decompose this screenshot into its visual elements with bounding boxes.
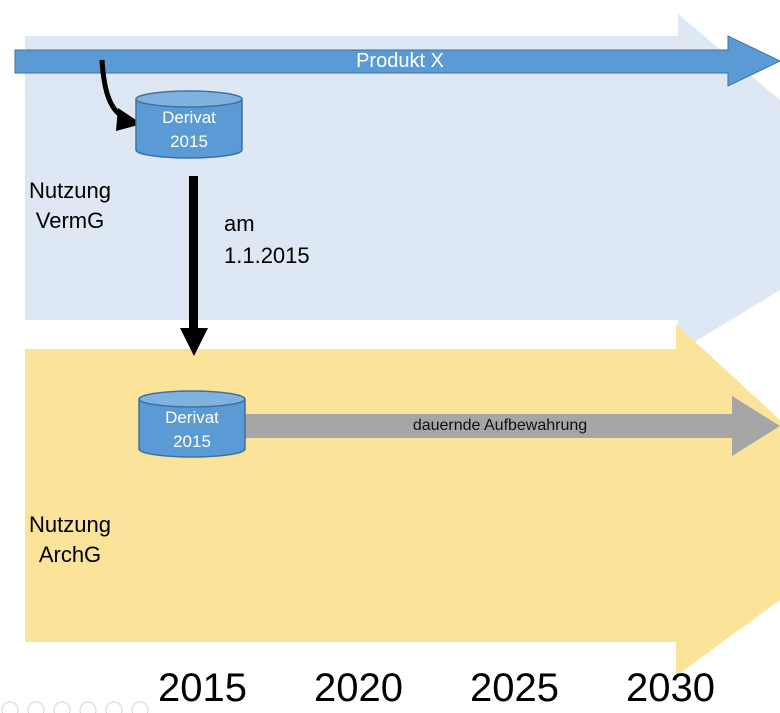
year-label-2015: 2015 <box>158 666 247 710</box>
transfer-arrowhead <box>180 328 208 356</box>
cylinder-top <box>135 90 243 159</box>
year-label-2030: 2030 <box>626 666 715 710</box>
cylinder-bottom-label: Derivat 2015 <box>139 406 245 454</box>
vermg-lane-label-line2: VermG <box>35 208 105 233</box>
vermg-lane-label: Nutzung VermG <box>18 176 122 236</box>
product-arrow <box>14 35 780 87</box>
cylinder-top-label: Derivat 2015 <box>136 106 242 154</box>
vermg-lane-label-line1: Nutzung <box>29 178 111 203</box>
retention-label: dauernde Aufbewahrung <box>412 417 588 434</box>
year-label-2020: 2020 <box>314 666 403 710</box>
transfer-label-line2: 1.1.2015 <box>224 243 310 268</box>
year-label-2025: 2025 <box>470 666 559 710</box>
transfer-arrow-shaft <box>189 176 198 330</box>
cylinder-top-line1: Derivat <box>162 108 216 127</box>
cylinder-bottom <box>138 390 246 458</box>
cylinder-bottom-line1: Derivat <box>165 408 219 427</box>
transfer-label-line1: am <box>224 211 255 236</box>
transfer-label: am 1.1.2015 <box>224 208 310 272</box>
product-label: Produkt X <box>356 50 444 72</box>
cylinder-bottom-line2: 2015 <box>173 432 211 451</box>
cylinder-top-line2: 2015 <box>170 132 208 151</box>
archg-lane-label-line1: Nutzung <box>29 512 111 537</box>
faint-toolbar-icons <box>1 701 149 713</box>
archg-lane-arrow <box>25 324 780 676</box>
archg-lane-label-line2: ArchG <box>38 542 102 567</box>
retention-arrow <box>243 396 780 456</box>
archg-lane-label: Nutzung ArchG <box>18 510 122 570</box>
